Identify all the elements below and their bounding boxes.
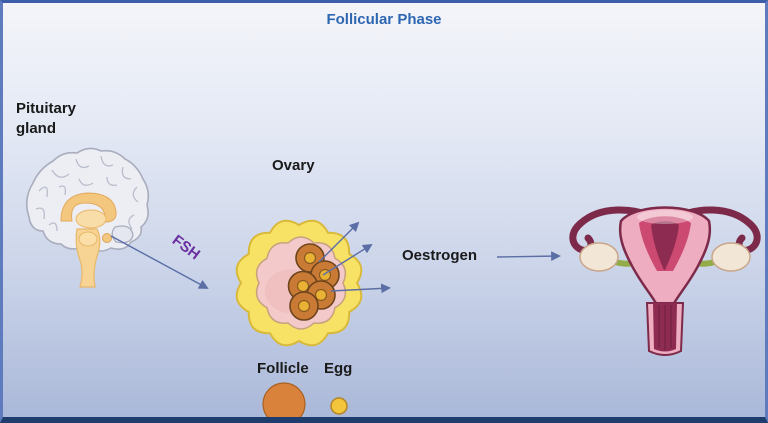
vagina-texture-lines bbox=[658, 305, 672, 350]
ovary-label: Ovary bbox=[272, 157, 315, 174]
oestrogen-label: Oestrogen bbox=[402, 247, 478, 264]
legend-egg-swatch bbox=[330, 397, 348, 415]
diagram-title: Follicular Phase bbox=[326, 11, 442, 28]
pons bbox=[78, 231, 98, 247]
pituitary-gland-label: Pituitary gland bbox=[16, 99, 76, 139]
pituitary-brain-illustration bbox=[25, 147, 150, 288]
legend-follicle-label: Follicle bbox=[257, 360, 309, 377]
ovary-illustration bbox=[235, 219, 363, 347]
egg-shape bbox=[297, 299, 311, 313]
pituitary-label-line2: gland bbox=[16, 120, 56, 137]
legend-egg-label: Egg bbox=[324, 360, 353, 377]
uterus-cavity bbox=[651, 221, 679, 270]
thalamus bbox=[75, 209, 107, 229]
oestrogen-to-uterus-arrow bbox=[496, 251, 561, 262]
follicle-shape bbox=[289, 291, 319, 321]
corpus-callosum bbox=[60, 192, 117, 223]
legend-follicle-swatch bbox=[262, 382, 306, 417]
egg-shape bbox=[296, 279, 310, 293]
legend-swatches bbox=[262, 382, 348, 417]
brain-gyri-lines bbox=[35, 155, 139, 232]
fsh-label: FSH bbox=[168, 231, 204, 264]
left-ovary-shape bbox=[579, 242, 619, 272]
uterus-illustration bbox=[569, 206, 761, 356]
right-ovary-shape bbox=[711, 242, 751, 272]
egg-shape bbox=[318, 268, 332, 282]
pituitary-gland-shape bbox=[102, 233, 112, 243]
follicle-cluster bbox=[287, 243, 340, 321]
fundus-highlight bbox=[637, 210, 693, 224]
pituitary-label-line1: Pituitary bbox=[16, 100, 77, 117]
egg-shape bbox=[314, 288, 328, 302]
cerebellum bbox=[111, 225, 134, 244]
egg-shape bbox=[303, 251, 317, 265]
